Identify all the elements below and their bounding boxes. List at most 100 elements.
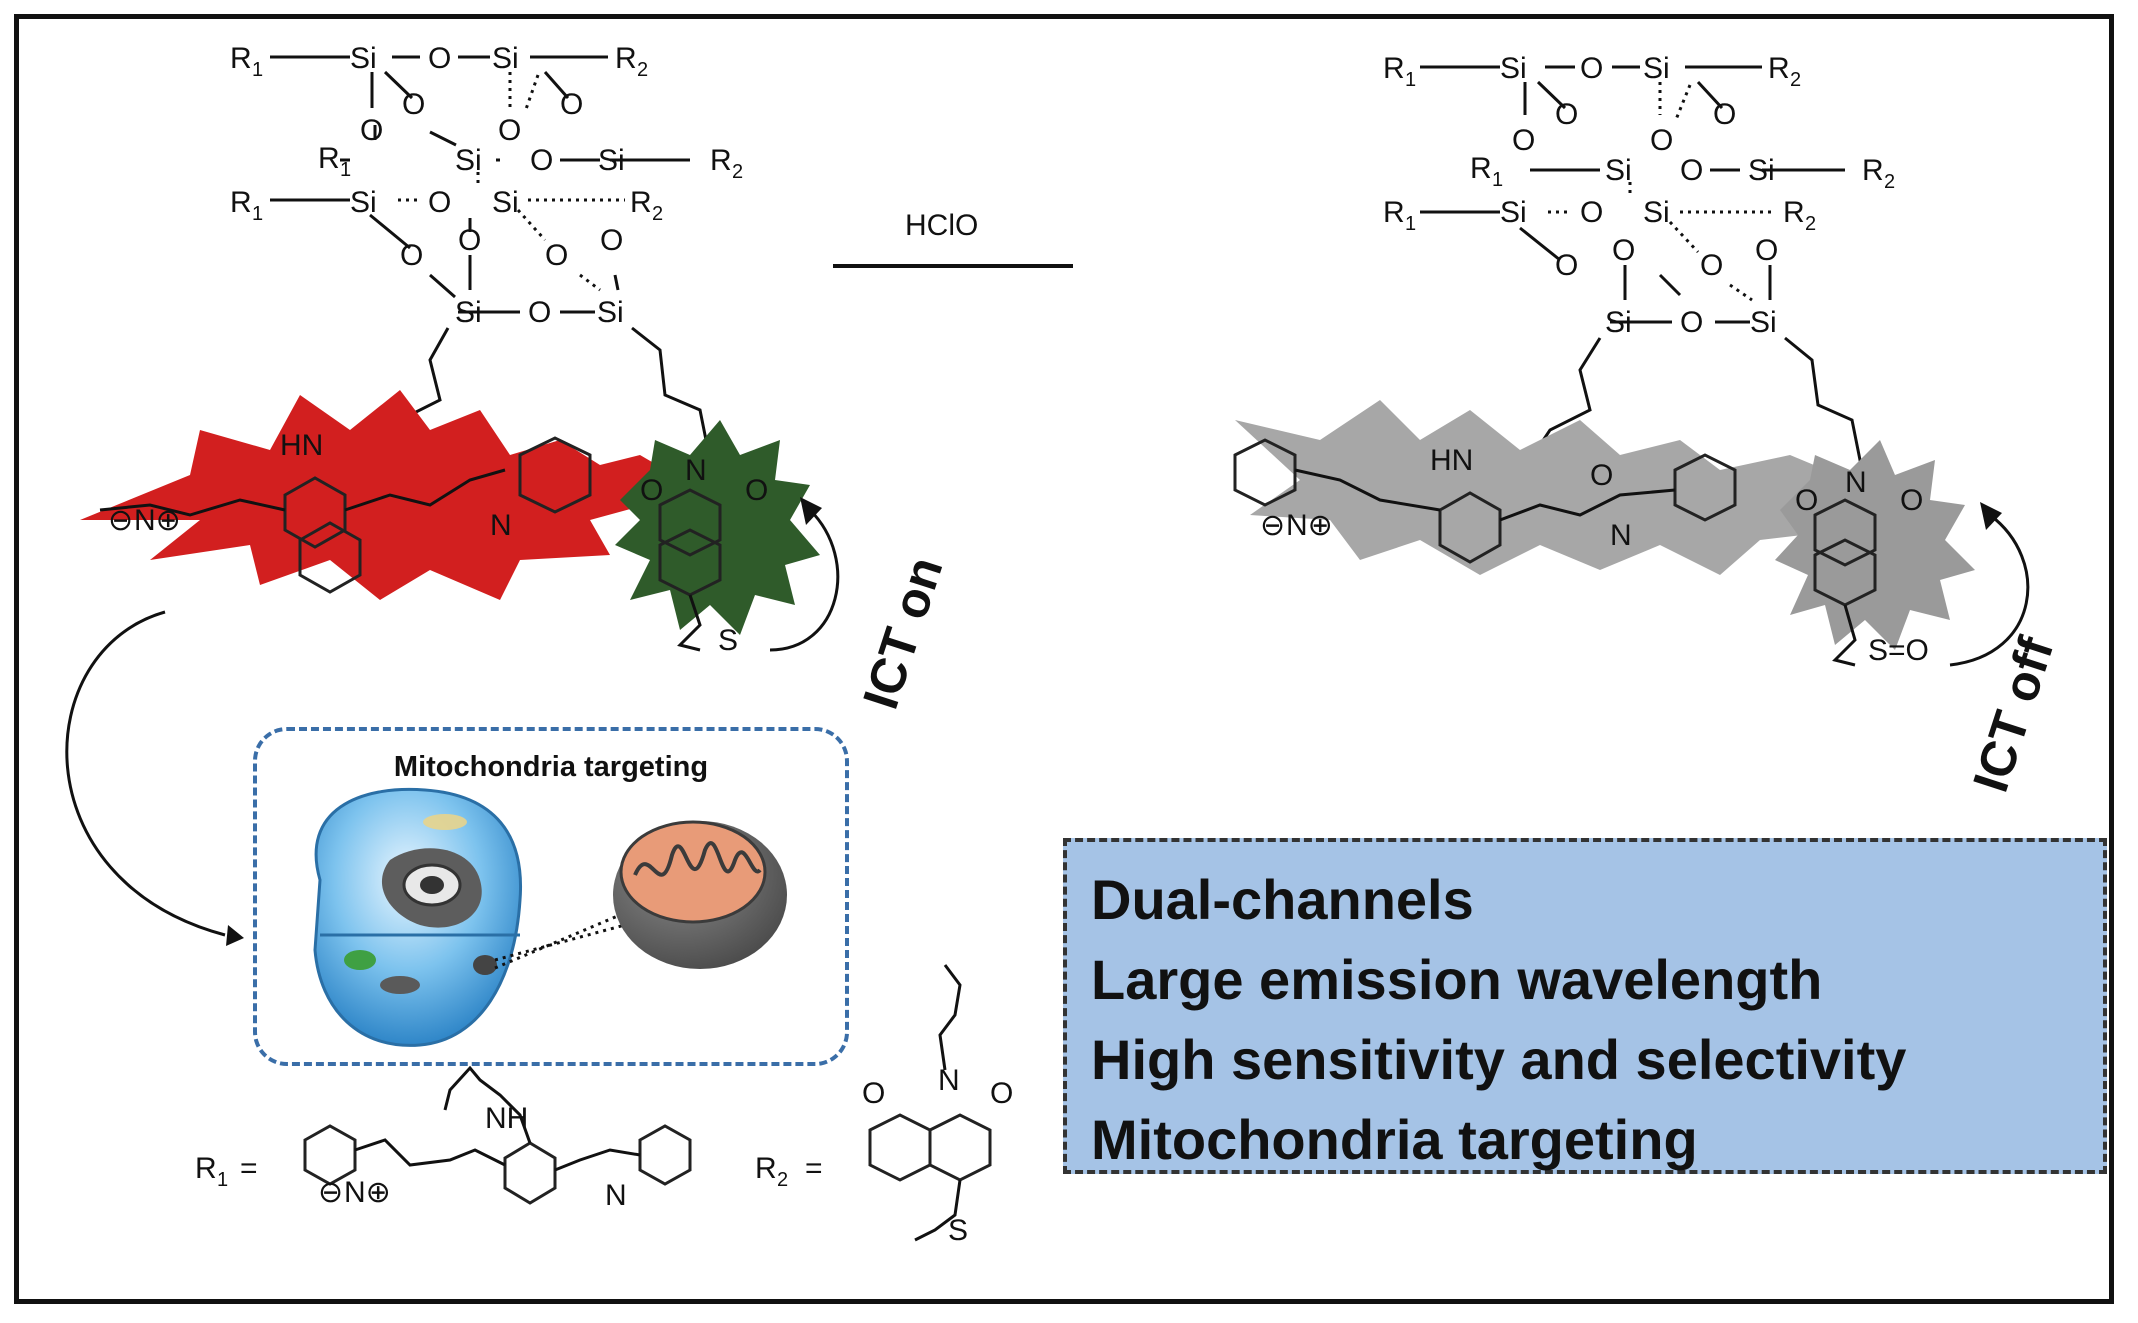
feature-item: Mitochondria targeting [1091,1108,1698,1171]
figure-border [14,14,2114,1304]
svg-text:Si: Si [350,42,377,75]
svg-text:O: O [1680,306,1703,339]
svg-text:S: S [718,624,738,657]
curved-arrow-icon [769,508,840,652]
svg-text:Si: Si [598,144,625,177]
svg-text:R: R [1783,196,1805,229]
svg-text:O: O [1713,98,1736,131]
svg-text:2: 2 [777,1169,788,1191]
svg-text:R: R [1862,154,1884,187]
svg-text:O: O [402,88,425,121]
svg-text:N: N [1610,519,1632,552]
svg-text:2: 2 [1805,213,1816,235]
svg-text:O: O [1580,196,1603,229]
svg-text:1: 1 [252,59,263,81]
dye-left: HN N ⊖ N⊕ O N O S [99,429,768,657]
svg-text:2: 2 [652,203,663,225]
svg-text:O: O [458,224,481,257]
svg-text:O: O [1795,484,1818,517]
svg-text:O: O [560,88,583,121]
svg-text:2: 2 [1790,69,1801,91]
svg-text:O: O [1700,249,1723,282]
svg-text:Si: Si [492,186,519,219]
cell-icon [313,787,523,1047]
svg-text:⊖: ⊖ [318,1176,343,1209]
zoom-line [494,923,626,962]
svg-text:1: 1 [1492,169,1503,191]
dye-right: HN O N ⊖ N⊕ O N O S=O [1233,438,1929,667]
r1-definition: R 1 = NH ⊖ N⊕ N [195,1065,692,1212]
svg-text:O: O [1555,249,1578,282]
svg-text:N: N [490,509,512,542]
gray-emission-burst [1235,400,1850,575]
feature-item: High sensitivity and selectivity [1091,1028,1907,1091]
svg-text:Si: Si [1750,306,1777,339]
svg-text:O: O [1900,484,1923,517]
svg-text:O: O [640,474,663,507]
svg-text:N: N [685,454,707,487]
svg-text:S=O: S=O [1868,634,1929,667]
svg-text:R: R [710,144,732,177]
svg-text:2: 2 [732,161,743,183]
svg-text:O: O [745,474,768,507]
svg-text:O: O [1650,124,1673,157]
r2-definition: R 2 = O N O S [755,964,1013,1247]
reagent-label: HClO [905,209,978,242]
feature-item: Large emission wavelength [1091,948,1823,1011]
svg-text:O: O [428,42,451,75]
svg-text:=: = [240,1152,258,1185]
svg-text:1: 1 [340,159,351,181]
svg-text:HN: HN [280,429,323,462]
svg-text:NH: NH [485,1102,528,1135]
svg-text:S: S [948,1214,968,1247]
svg-text:O: O [600,224,623,257]
svg-text:R: R [615,42,637,75]
svg-text:O: O [1512,124,1535,157]
svg-text:O: O [1680,154,1703,187]
svg-text:2: 2 [1884,171,1895,193]
svg-text:R: R [630,186,652,219]
svg-text:N: N [605,1179,627,1212]
svg-text:O: O [1590,459,1613,492]
svg-text:R: R [195,1152,217,1185]
green-emission-burst [615,420,820,635]
mito-title: Mitochondria targeting [393,751,709,783]
svg-text:⊖: ⊖ [108,504,133,537]
svg-text:N⊕: N⊕ [1286,509,1333,542]
features-box: Dual-channels Large emission wavelength … [1063,838,2107,1174]
svg-text:N: N [1845,466,1867,499]
svg-text:N⊕: N⊕ [134,504,181,537]
svg-text:R: R [1383,52,1405,85]
svg-text:Si: Si [1605,306,1632,339]
svg-text:Si: Si [492,42,519,75]
svg-text:R: R [318,142,340,175]
svg-text:1: 1 [1405,213,1416,235]
svg-text:1: 1 [217,1169,228,1191]
svg-text:R: R [755,1152,777,1185]
mitochondria-targeting-panel: Mitochondria targeting [253,727,849,1066]
svg-text:O: O [1755,234,1778,267]
svg-text:HN: HN [1430,444,1473,477]
svg-text:R: R [1470,152,1492,185]
svg-text:O: O [990,1077,1013,1110]
svg-text:2: 2 [637,59,648,81]
svg-text:N: N [938,1064,960,1097]
svg-text:O: O [1555,98,1578,131]
svg-text:⊖: ⊖ [1260,509,1285,542]
svg-text:O: O [1580,52,1603,85]
svg-text:Si: Si [1643,52,1670,85]
svg-text:R: R [230,186,252,219]
svg-text:O: O [428,186,451,219]
mitochondrion-icon [613,820,787,969]
svg-text:Si: Si [1605,154,1632,187]
svg-text:1: 1 [1405,69,1416,91]
svg-text:Si: Si [1748,154,1775,187]
svg-text:Si: Si [350,186,377,219]
svg-text:Si: Si [455,296,482,329]
svg-text:1: 1 [252,203,263,225]
svg-text:Si: Si [455,144,482,177]
